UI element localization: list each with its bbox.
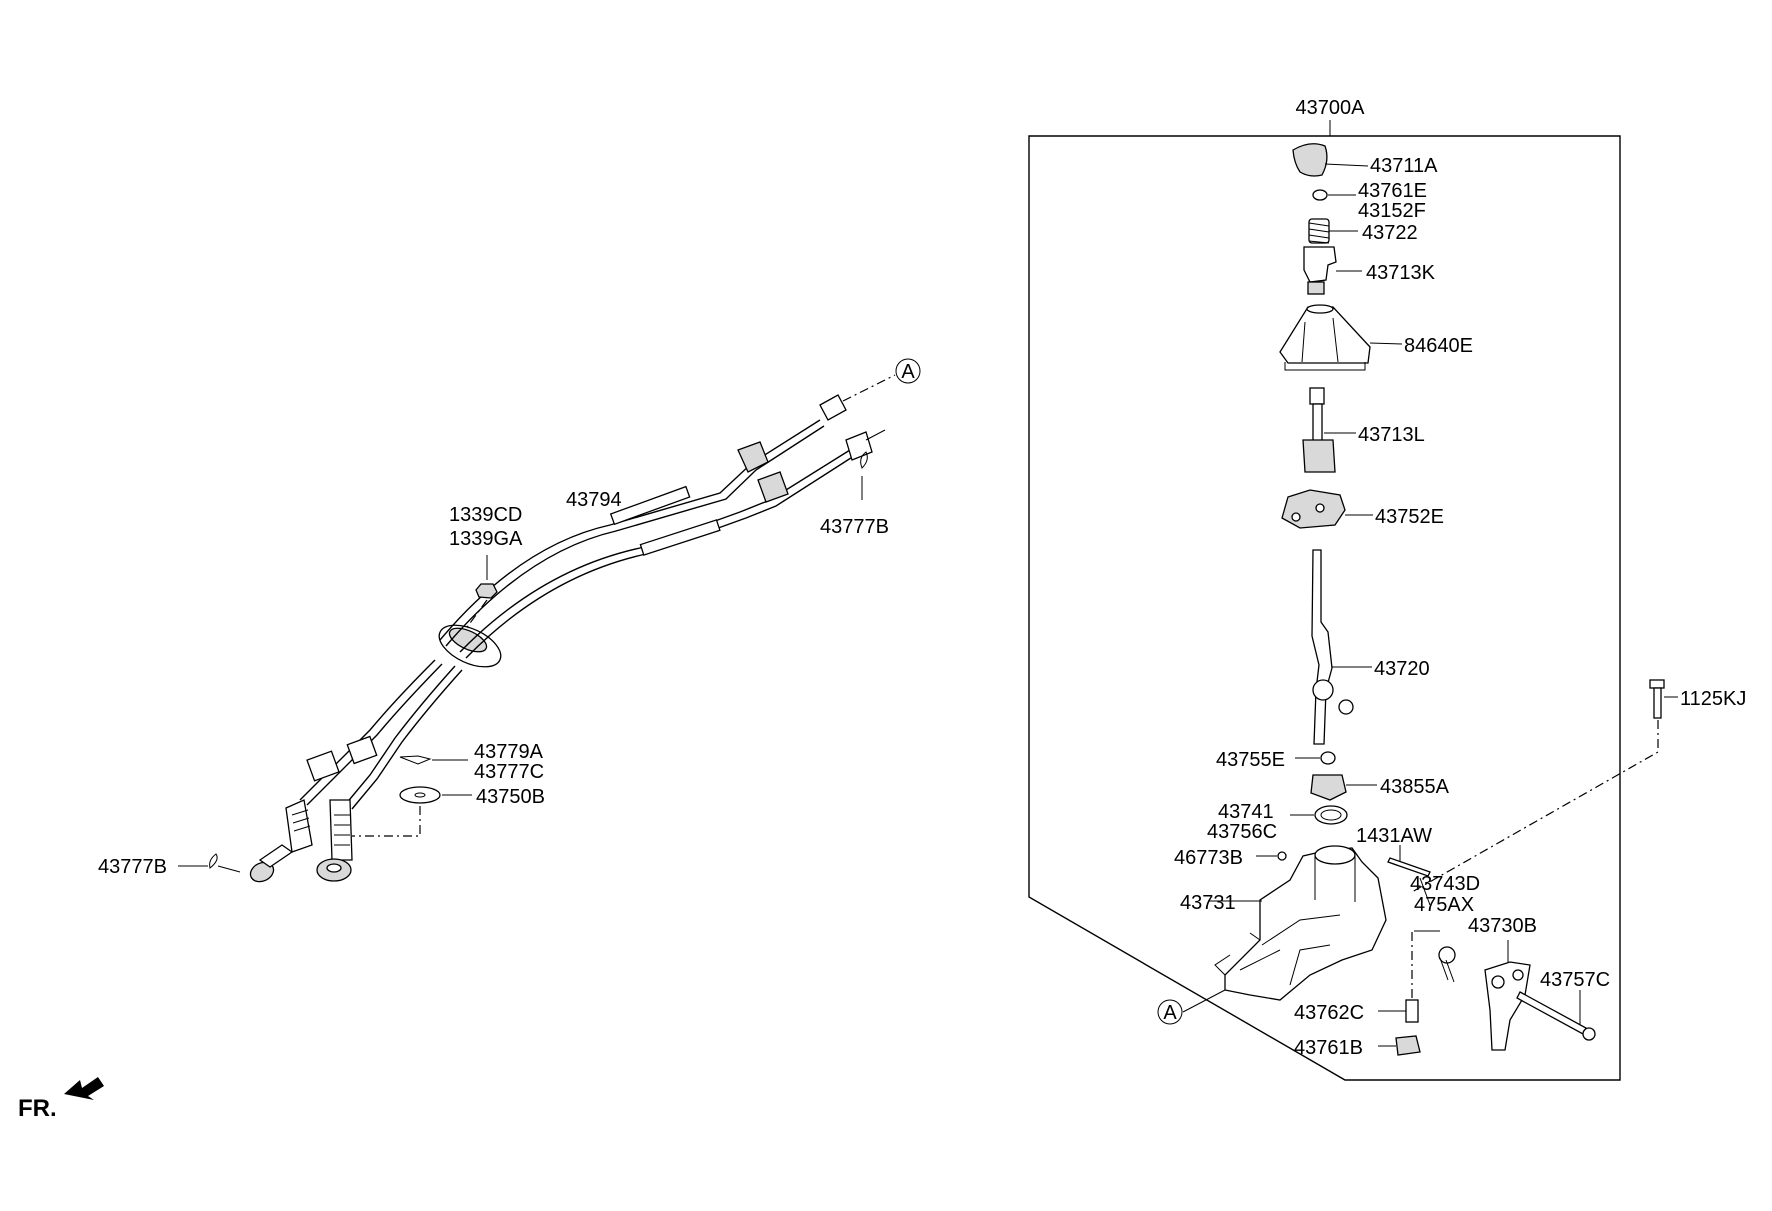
- label-assembly: 43700A: [1296, 97, 1366, 119]
- select-lever: [1484, 940, 1531, 1051]
- clip-43779a: [399, 755, 468, 765]
- label-k: 43713K: [1366, 262, 1436, 284]
- label-p731: 43731: [1180, 892, 1236, 914]
- label-boot: 84640E: [1404, 335, 1473, 357]
- shift-lever: [1311, 549, 1372, 745]
- label-c762: 43762C: [1294, 1002, 1364, 1024]
- label-b730: 43730B: [1468, 915, 1537, 937]
- shift-cable: [249, 394, 886, 883]
- label-p741: 43741: [1218, 801, 1274, 823]
- small-nut: [1256, 851, 1287, 861]
- assembly-frame: [1028, 120, 1621, 1081]
- front-direction-arrow: [64, 1077, 104, 1100]
- label-e752: 43752E: [1375, 506, 1444, 528]
- roll-pin: [1387, 845, 1431, 877]
- label-cable: 43794: [566, 489, 622, 511]
- clip-spring: [1414, 877, 1456, 983]
- label-b46773: 46773B: [1174, 847, 1243, 869]
- label-c757: 43757C: [1540, 969, 1610, 991]
- shift-boot: [1279, 304, 1403, 371]
- cable-clip-lower: [178, 853, 241, 873]
- cable-clip-upper: [860, 451, 868, 500]
- select-bolt: [1516, 990, 1596, 1041]
- pivot-pin: [1378, 932, 1421, 1056]
- label-d743: 43743D: [1410, 873, 1480, 895]
- cable-nut: [464, 555, 498, 631]
- shaft-l: [1302, 387, 1356, 473]
- label-a779: 43779A: [474, 741, 544, 763]
- mount-bolt: [1411, 679, 1678, 893]
- spring: [1308, 218, 1358, 244]
- label-l: 43713L: [1358, 424, 1425, 446]
- shift-sleeve: [1303, 246, 1362, 295]
- label-c777: 43777C: [474, 761, 544, 783]
- label-b761: 43761B: [1294, 1037, 1363, 1059]
- label-aw: 1431AW: [1356, 825, 1432, 847]
- label-e755: 43755E: [1216, 749, 1285, 771]
- ref-mark-a-base-text: A: [1163, 1002, 1177, 1024]
- shifter-base: [1208, 845, 1387, 1001]
- label-lever: 43720: [1374, 658, 1430, 680]
- ref-mark-a-base: [1157, 989, 1226, 1025]
- label-ga: 1339GA: [449, 528, 523, 550]
- washer-43750b: [352, 786, 472, 837]
- label-f: 43152F: [1358, 200, 1426, 222]
- shift-cam: [1281, 489, 1373, 529]
- ring-seat: [1290, 805, 1348, 825]
- label-b777-top: 43777B: [820, 516, 889, 538]
- callout-labels: 43700A 43711A 43761E 43152F 43722 43713K…: [18, 97, 1746, 1122]
- label-bolt: 1125KJ: [1680, 688, 1746, 710]
- label-a855: 43855A: [1380, 776, 1450, 798]
- lever-bush: [1295, 751, 1336, 765]
- label-cd: 1339CD: [449, 504, 522, 526]
- label-spring: 43722: [1362, 222, 1418, 244]
- shift-knob: [1292, 143, 1369, 177]
- ref-mark-a-cable: [842, 358, 921, 402]
- label-knob: 43711A: [1370, 155, 1438, 177]
- label-ax: 475AX: [1414, 894, 1474, 916]
- ball-socket: [1310, 774, 1377, 801]
- label-b750: 43750B: [476, 786, 545, 808]
- ref-mark-a-cable-text: A: [901, 361, 915, 383]
- front-direction-label: FR.: [18, 1095, 57, 1122]
- bush: [1312, 189, 1356, 201]
- label-bush-e: 43761E: [1358, 180, 1427, 202]
- label-c756: 43756C: [1207, 821, 1277, 843]
- label-b777-bottom: 43777B: [98, 856, 167, 878]
